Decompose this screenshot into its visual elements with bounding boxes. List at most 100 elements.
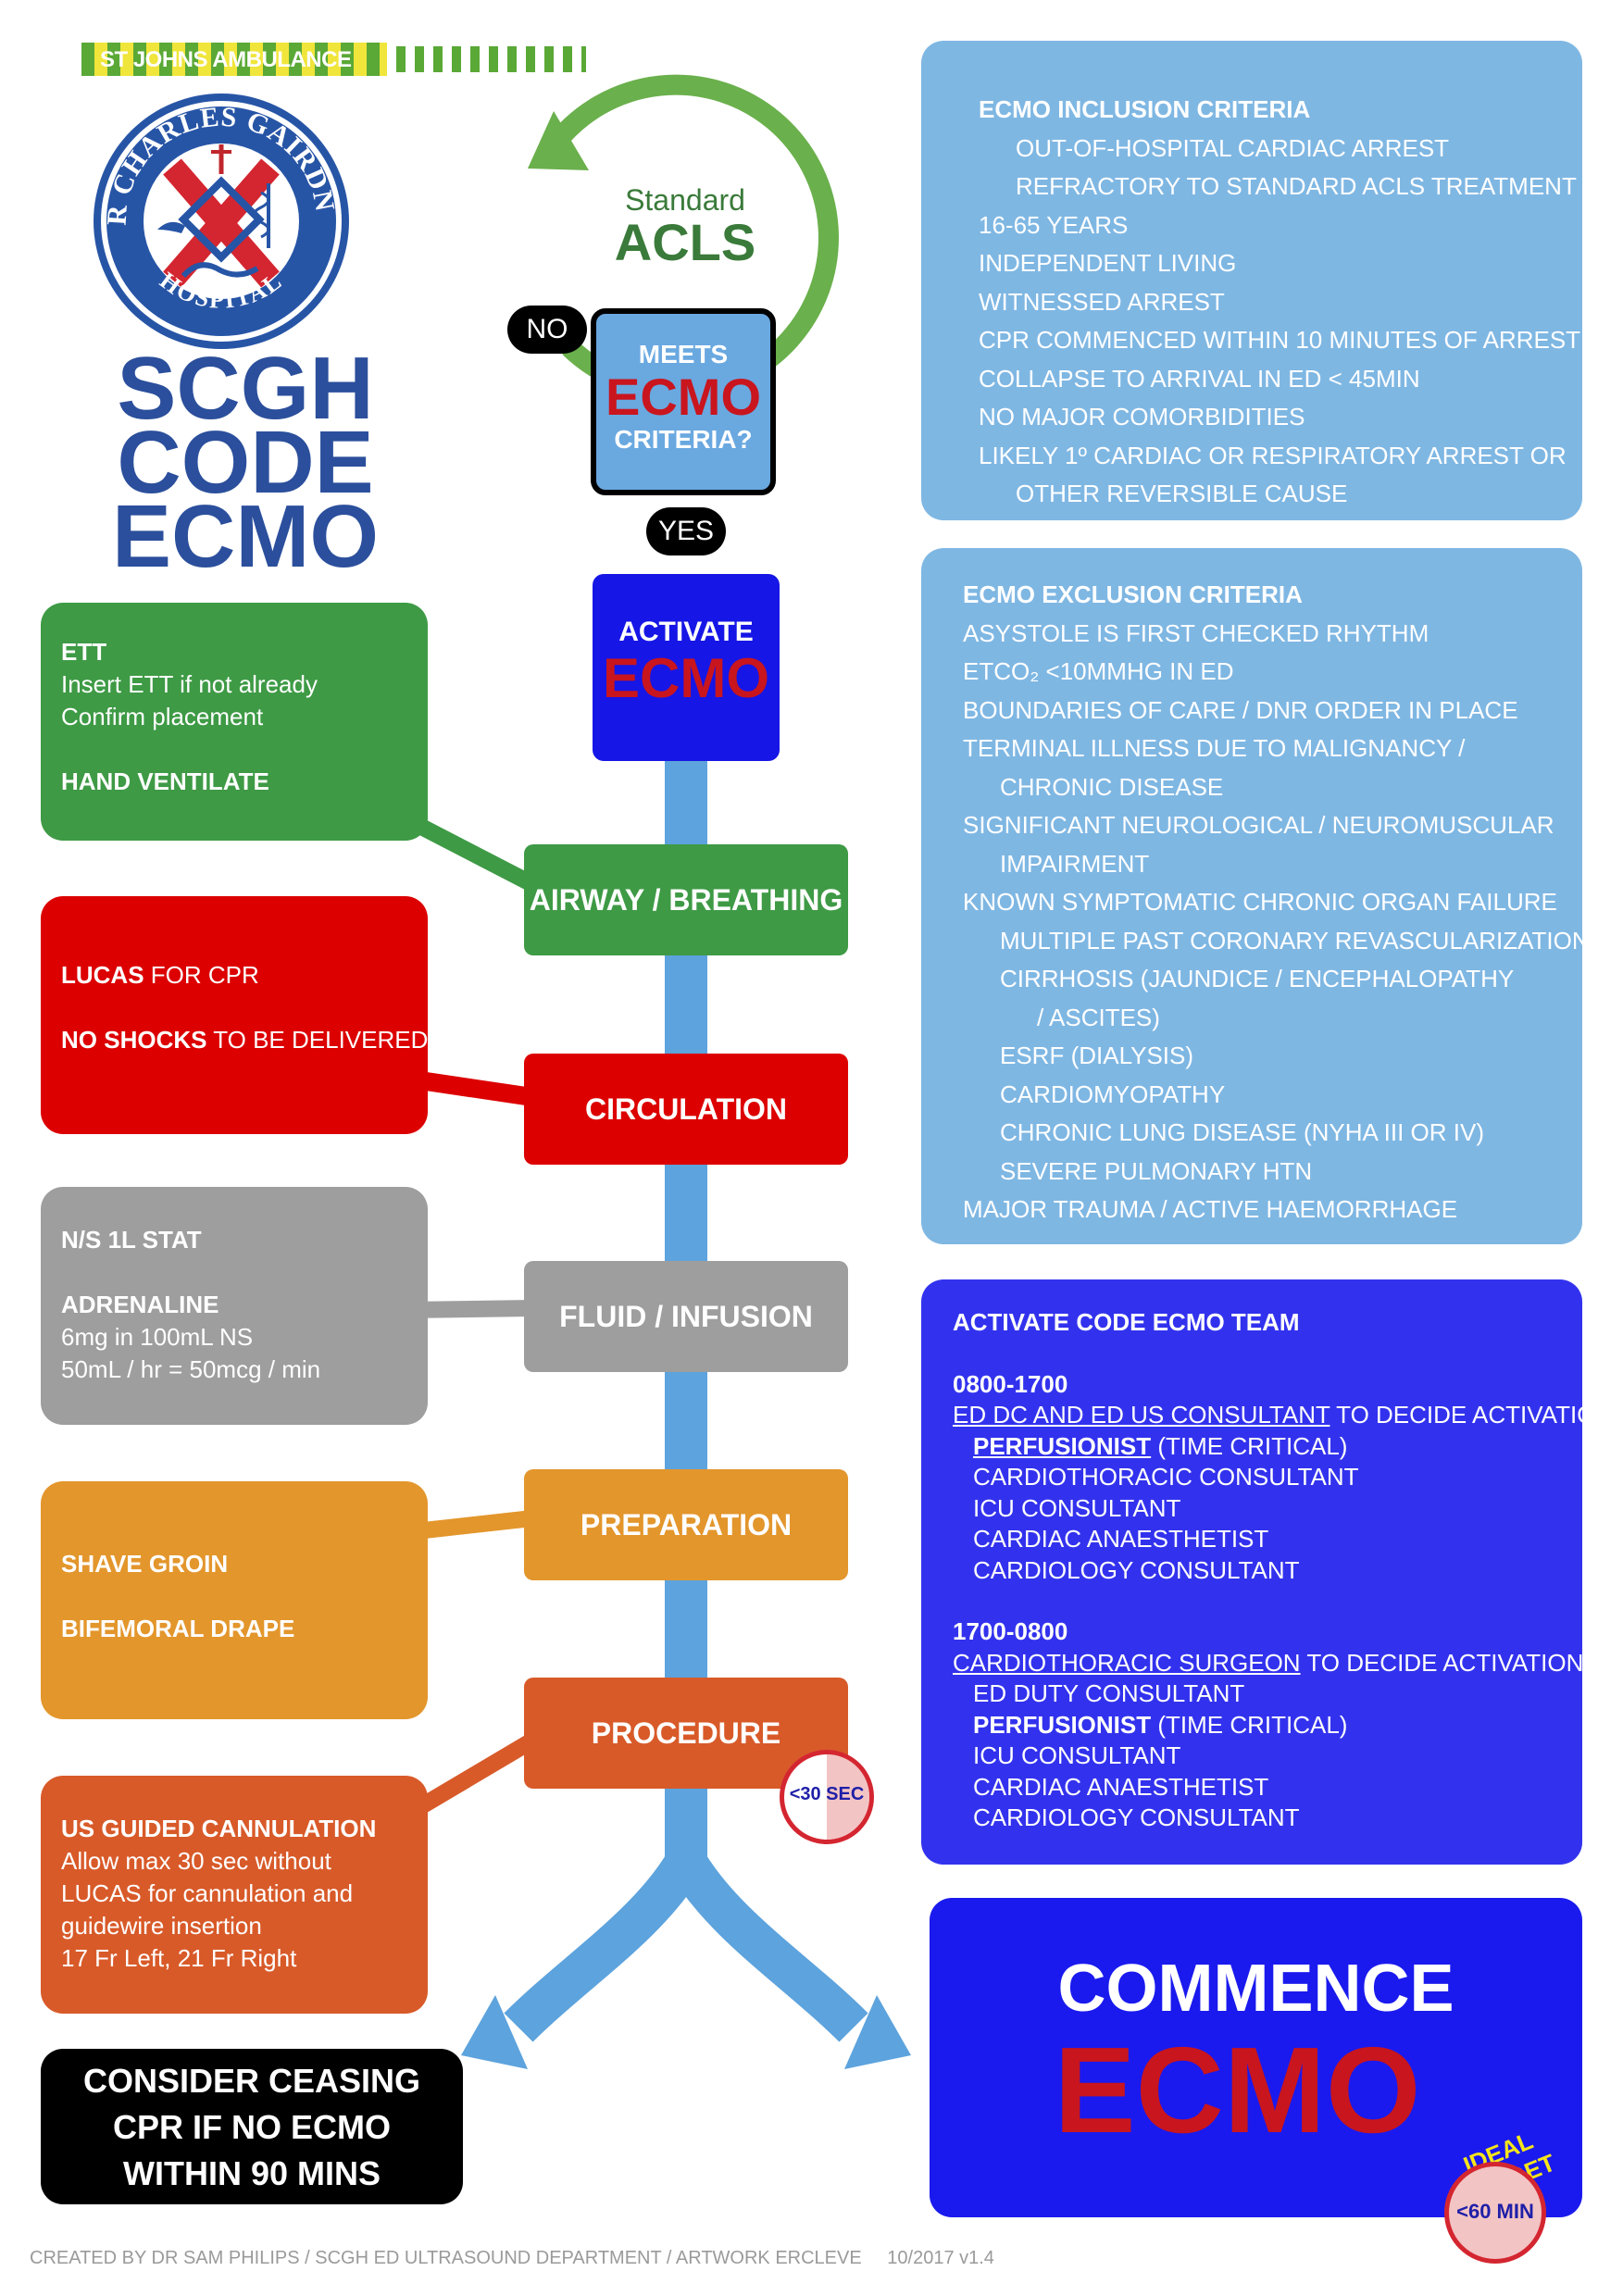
title-line-2: CODE [117, 413, 374, 512]
airway-box-line-1: Insert ETT if not already [61, 670, 318, 698]
ceasing-line-2: CPR IF NO ECMO [112, 2108, 391, 2146]
yes-badge: YES [646, 507, 726, 555]
arrow-right-icon [844, 1995, 911, 2069]
team-night-hours: 1700-0800 [953, 1617, 1068, 1645]
inclusion-item-6: CPR COMMENCED WITHIN 10 MINUTES OF ARRES… [979, 326, 1581, 354]
prep-box-line-2: BIFEMORAL DRAPE [61, 1615, 295, 1642]
procedure-timer-badge: <30 SEC [780, 1750, 874, 1844]
team-day-member-4: CARDIOLOGY CONSULTANT [973, 1555, 1300, 1584]
procedure-box-line-3: guidewire insertion [61, 1912, 262, 1940]
commence-ecmo-panel: COMMENCE ECMO [930, 1898, 1582, 2217]
exclusion-item-15: SEVERE PULMONARY HTN [1000, 1156, 1313, 1185]
airway-box-title: ETT [61, 638, 107, 666]
team-night-perfusionist-rest: (TIME CRITICAL) [1151, 1710, 1348, 1739]
team-night-lead: CARDIOTHORACIC SURGEON [953, 1648, 1301, 1677]
procedure-box: US GUIDED CANNULATION Allow max 30 sec w… [41, 1776, 428, 2014]
exclusion-item-16: MAJOR TRAUMA / ACTIVE HAEMORRHAGE [963, 1195, 1458, 1223]
consider-ceasing-box: CONSIDER CEASING CPR IF NO ECMO WITHIN 9… [41, 2049, 463, 2204]
inclusion-item-2: REFRACTORY TO STANDARD ACLS TREATMENT [1016, 172, 1577, 200]
decision-line-1: MEETS [638, 340, 729, 368]
title-line-3: ECMO [112, 487, 379, 586]
team-day-perfusionist-rest: (TIME CRITICAL) [1151, 1431, 1348, 1460]
team-title: ACTIVATE CODE ECMO TEAM [953, 1308, 1300, 1336]
timer-fill [827, 1754, 869, 1840]
commence-line-2: ECMO [1054, 2022, 1421, 2158]
team-day-perfusionist: PERFUSIONIST [973, 1431, 1152, 1460]
inclusion-item-9: LIKELY 1º CARDIAC OR RESPIRATORY ARREST … [979, 441, 1567, 469]
no-label: NO [526, 314, 568, 344]
fluid-box-line-1: N/S 1L STAT [61, 1226, 202, 1254]
exclusion-item-14: CHRONIC LUNG DISEASE (NYHA III OR IV) [1000, 1118, 1484, 1146]
fluid-box-line-2: ADRENALINE [61, 1291, 219, 1318]
yes-label: YES [657, 516, 715, 546]
team-day-lead: ED DC AND ED US CONSULTANT [953, 1401, 1330, 1429]
exclusion-item-9: MULTIPLE PAST CORONARY REVASCULARIZATION… [1000, 926, 1605, 955]
preparation-box: SHAVE GROIN BIFEMORAL DRAPE [41, 1481, 428, 1719]
airway-step-label: AIRWAY / BREATHING [529, 882, 843, 917]
exclusion-title: ECMO EXCLUSION CRITERIA [963, 580, 1303, 608]
inclusion-title: ECMO INCLUSION CRITERIA [979, 95, 1311, 123]
no-badge: NO [507, 306, 587, 354]
no-shocks-rest: TO BE DELIVERED [206, 1026, 429, 1054]
footer: CREATED BY DR SAM PHILIPS / SCGH ED ULTR… [30, 2248, 994, 2269]
activate-line-1: ACTIVATE [618, 617, 754, 647]
ambulance-banner: ST JOHNS AMBULANCE [81, 43, 586, 76]
inclusion-item-3: 16-65 YEARS [979, 210, 1129, 239]
procedure-box-line-4: 17 Fr Left, 21 Fr Right [61, 1944, 297, 1972]
acls-arrow-head-icon [528, 111, 589, 170]
team-night-first-member: ED DUTY CONSULTANT [973, 1679, 1245, 1707]
inclusion-item-4: INDEPENDENT LIVING [979, 249, 1237, 277]
team-day-lead-rest: TO DECIDE ACTIVATION [1330, 1401, 1614, 1429]
team-night-lead-rest: TO DECIDE ACTIVATION [1300, 1648, 1584, 1677]
decision-line-2: ECMO [606, 368, 761, 426]
circulation-step-label: CIRCULATION [584, 1092, 788, 1126]
exclusion-item-12: ESRF (DIALYSIS) [1000, 1042, 1194, 1069]
inclusion-criteria-panel: ECMO INCLUSION CRITERIA OUT-OF-HOSPITAL … [921, 41, 1582, 520]
activate-line-2: ECMO [603, 647, 769, 709]
exclusion-item-4: TERMINAL ILLNESS DUE TO MALIGNANCY / [963, 734, 1466, 762]
step-fluid-infusion: FLUID / INFUSION [524, 1261, 848, 1372]
page-title: SCGH CODE ECMO [93, 339, 398, 586]
acls-label: Standard ACLS [611, 183, 759, 268]
team-day-member-3: CARDIAC ANAESTHETIST [973, 1525, 1269, 1553]
procedure-box-line-2: LUCAS for cannulation and [61, 1879, 354, 1907]
timer-label: <30 SEC [789, 1784, 865, 1804]
team-night-member-1: ICU CONSULTANT [973, 1741, 1181, 1769]
procedure-box-line-1: Allow max 30 sec without [61, 1847, 331, 1875]
airway-box-line-2: Confirm placement [61, 703, 264, 730]
exclusion-item-1: ASYSTOLE IS FIRST CHECKED RHYTHM [963, 618, 1429, 647]
team-day-member-2: ICU CONSULTANT [973, 1493, 1181, 1522]
fluid-step-label: FLUID / INFUSION [559, 1299, 813, 1333]
circulation-box: LUCAS FOR CPR NO SHOCKS TO BE DELIVERED [41, 896, 428, 1134]
lucas-bold: LUCAS [61, 961, 144, 989]
fluid-box-line-3: 6mg in 100mL NS [61, 1323, 254, 1351]
inclusion-item-7: COLLAPSE TO ARRIVAL IN ED < 45MIN [979, 364, 1420, 393]
exclusion-item-13: CARDIOMYOPATHY [1000, 1079, 1226, 1108]
preparation-step-label: PREPARATION [580, 1507, 793, 1541]
commence-timer-label: <60 MIN [1456, 2200, 1534, 2223]
step-airway-breathing: AIRWAY / BREATHING [524, 844, 848, 955]
exclusion-item-11: / ASCITES) [1037, 1003, 1160, 1031]
inclusion-item-8: NO MAJOR COMORBIDITIES [979, 403, 1305, 430]
inclusion-item-5: WITNESSED ARREST [979, 287, 1225, 316]
inclusion-item-1: OUT-OF-HOSPITAL CARDIAC ARREST [1016, 133, 1450, 162]
step-circulation: CIRCULATION [524, 1054, 848, 1165]
arrow-left-icon [461, 1995, 528, 2069]
lucas-rest: FOR CPR [144, 961, 259, 989]
decision-line-3: CRITERIA? [614, 425, 753, 454]
acls-line-2: ACLS [614, 213, 756, 271]
banner-text: ST JOHNS AMBULANCE [100, 47, 352, 72]
team-night-member-3: CARDIOLOGY CONSULTANT [973, 1803, 1300, 1831]
title-line-1: SCGH [117, 339, 374, 438]
exclusion-item-3: BOUNDARIES OF CARE / DNR ORDER IN PLACE [963, 695, 1518, 724]
ceasing-line-3: WITHIN 90 MINS [122, 2154, 381, 2192]
airway-box: ETT Insert ETT if not already Confirm pl… [41, 603, 428, 841]
team-night-perfusionist: PERFUSIONIST [973, 1710, 1152, 1739]
no-shocks-bold: NO SHOCKS [61, 1026, 207, 1054]
acls-line-1: Standard [625, 183, 745, 217]
step-preparation: PREPARATION [524, 1469, 848, 1580]
hospital-crest-icon: SIR CHARLES GAIRDNER HOSPITAL [81, 67, 349, 349]
fluid-box: N/S 1L STAT ADRENALINE 6mg in 100mL NS 5… [41, 1187, 428, 1425]
team-day-hours: 0800-1700 [953, 1369, 1068, 1398]
exclusion-item-5: CHRONIC DISEASE [1000, 772, 1224, 801]
